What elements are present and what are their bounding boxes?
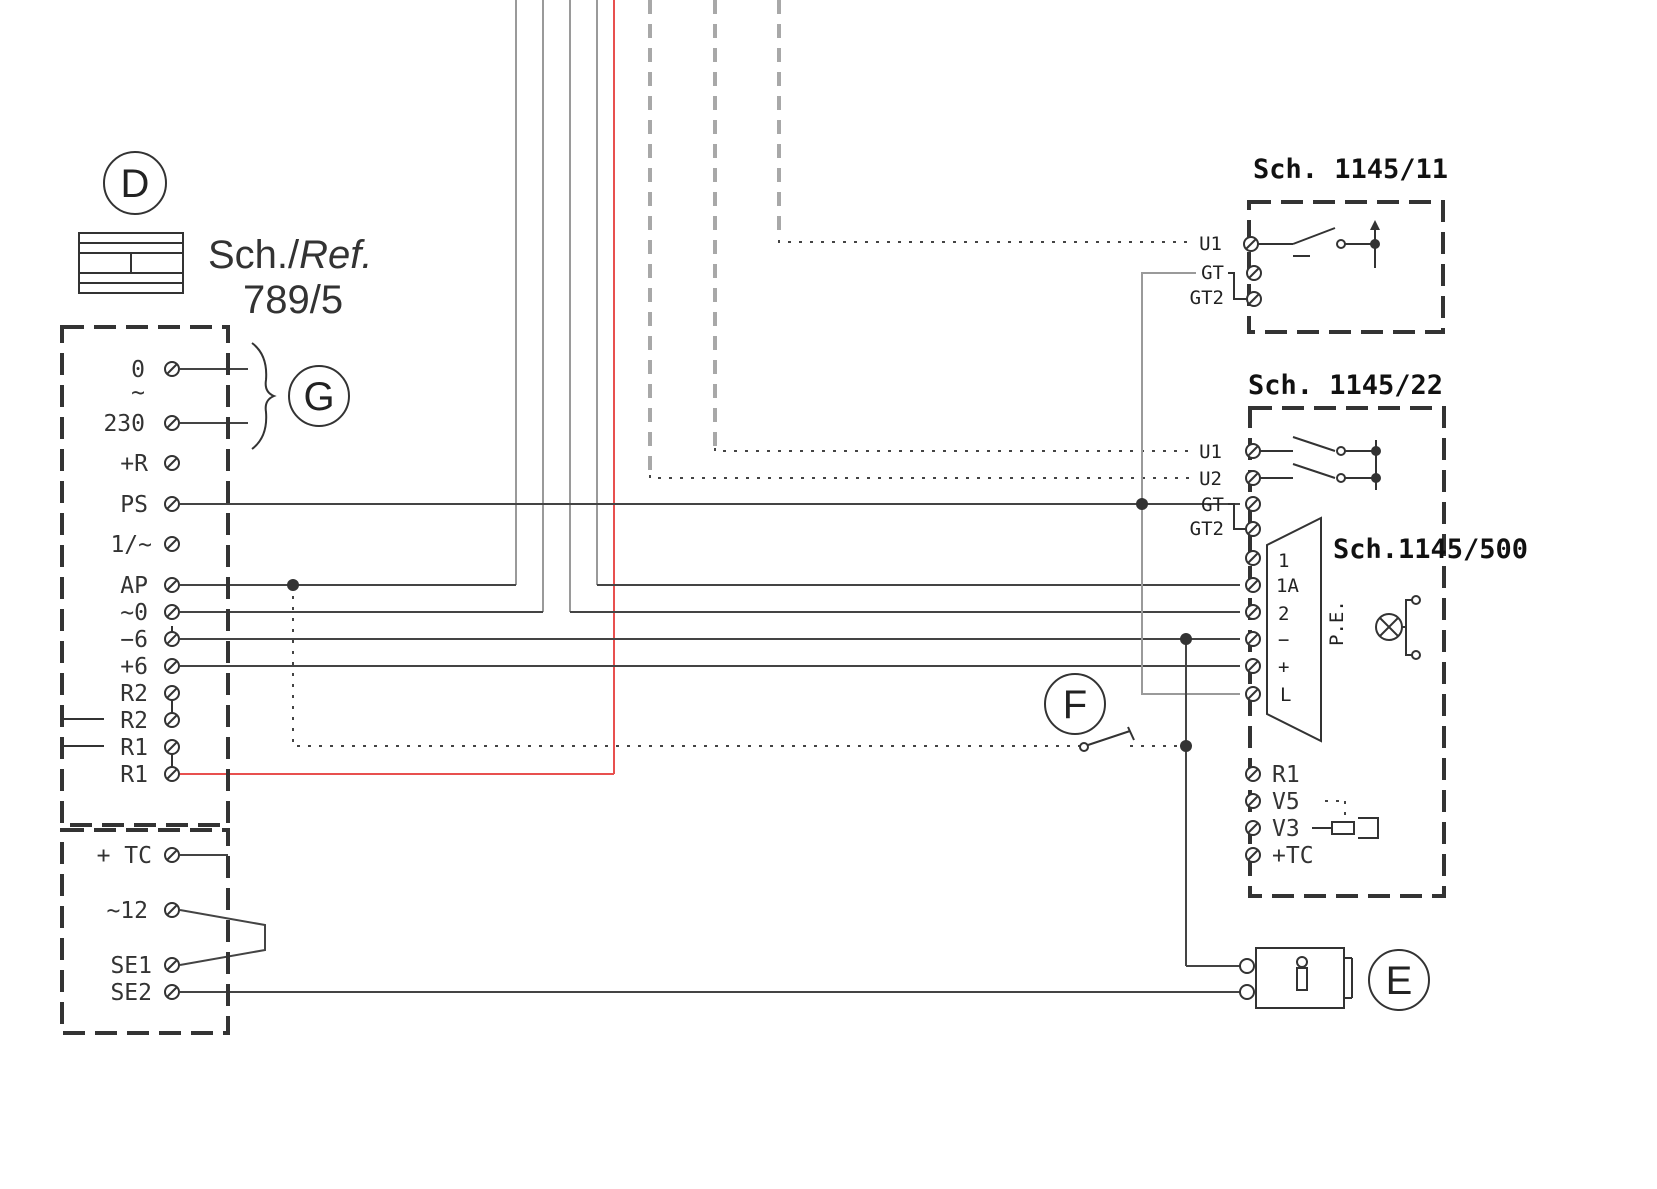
- horizontal-wires: [179, 368, 1240, 993]
- connector-pin-label: +: [1278, 656, 1289, 678]
- terminal-label: GT2: [1190, 518, 1224, 540]
- dotted-signal-lines: [292, 240, 1190, 747]
- module-1145-500-title: Sch.1145/500: [1333, 534, 1528, 565]
- terminal-label: U2: [1199, 468, 1222, 490]
- terminal-label: U1: [1199, 233, 1222, 255]
- module-d-ref-number: 789/5: [243, 278, 343, 322]
- terminal-label: U1: [1199, 441, 1222, 463]
- connector-pin-label: 1: [1278, 550, 1289, 572]
- power-supply-box: [60, 325, 230, 1035]
- connector-pin-label: 1A: [1276, 575, 1299, 597]
- terminal-label: SE1: [110, 953, 152, 979]
- module-1145-22-title: Sch. 1145/22: [1248, 370, 1443, 401]
- terminal-label: ~0: [120, 600, 148, 626]
- junction-dots: [287, 498, 1192, 752]
- callout-f-letter: F: [1063, 683, 1087, 727]
- gt-link-wires: [1141, 272, 1240, 967]
- callout-d-letter: D: [121, 162, 150, 206]
- module-d-icon: [78, 232, 184, 294]
- terminal-label: +6: [120, 654, 148, 680]
- lamp-icon: [1375, 595, 1421, 660]
- terminal-label: ~12: [106, 898, 148, 924]
- terminal-label: +TC: [1272, 843, 1314, 869]
- terminal-label: 1/~: [110, 532, 152, 558]
- callout-f: F: [1044, 673, 1135, 752]
- power-supply-outline: [60, 325, 230, 827]
- bus-vertical-lines: [515, 0, 781, 774]
- keyhole-icon: [1296, 956, 1308, 991]
- connector-label: P.E.: [1326, 600, 1348, 646]
- connector-pin-label: L: [1280, 684, 1291, 706]
- module-1145-11: Sch. 1145/11 U1 GT GT2: [1190, 154, 1448, 334]
- module-1145-22: Sch. 1145/22 U1 U2 GT GT2 1 1A 2 −: [1190, 370, 1446, 898]
- jack-icon: [1312, 817, 1379, 839]
- terminal-label: SE2: [110, 980, 152, 1006]
- terminal-label: V5: [1272, 789, 1300, 815]
- terminal-label: R1: [120, 762, 148, 788]
- callout-g-letter: G: [303, 375, 334, 419]
- terminal-label: R2: [120, 708, 148, 734]
- connector-pin-label: −: [1278, 629, 1289, 651]
- module-1145-11-title: Sch. 1145/11: [1253, 154, 1448, 185]
- terminal-label: V3: [1272, 816, 1300, 842]
- terminal-label: + TC: [97, 843, 152, 869]
- terminal-label: AP: [120, 573, 148, 599]
- module-d: D Sch./Ref. 789/5: [78, 151, 373, 322]
- terminal-label: GT: [1201, 262, 1224, 284]
- lower-block-outline: [60, 828, 230, 1035]
- callout-d-circle: [103, 151, 167, 215]
- terminal-label: GT2: [1190, 287, 1224, 309]
- terminal-label: GT: [1201, 494, 1224, 516]
- terminal-label: +R: [120, 451, 148, 477]
- terminal-label: R1: [120, 735, 148, 761]
- terminal-label: 230: [103, 411, 145, 437]
- terminal-label: R1: [1272, 762, 1300, 788]
- connector-pin-label: 2: [1278, 603, 1289, 625]
- terminal-label: 0: [131, 357, 145, 383]
- callout-e-letter: E: [1386, 959, 1413, 1003]
- terminal-label: R2: [120, 681, 148, 707]
- terminal-label: −6: [120, 627, 148, 653]
- module-d-ref-label: Sch./Ref.: [208, 233, 373, 277]
- terminal-label: ~: [131, 380, 145, 406]
- terminal-label: PS: [120, 492, 148, 518]
- left-terminal-screws: [164, 361, 180, 1000]
- lock-device: E: [1239, 947, 1430, 1011]
- power-supply-terminals: 0 ~ 230 +R PS 1/~ AP ~0 −6 +6 R2 R2 R1 R…: [97, 357, 152, 1006]
- switch-contact: [1079, 742, 1089, 752]
- pe-connector: [1266, 516, 1322, 743]
- callout-g: G: [251, 342, 350, 450]
